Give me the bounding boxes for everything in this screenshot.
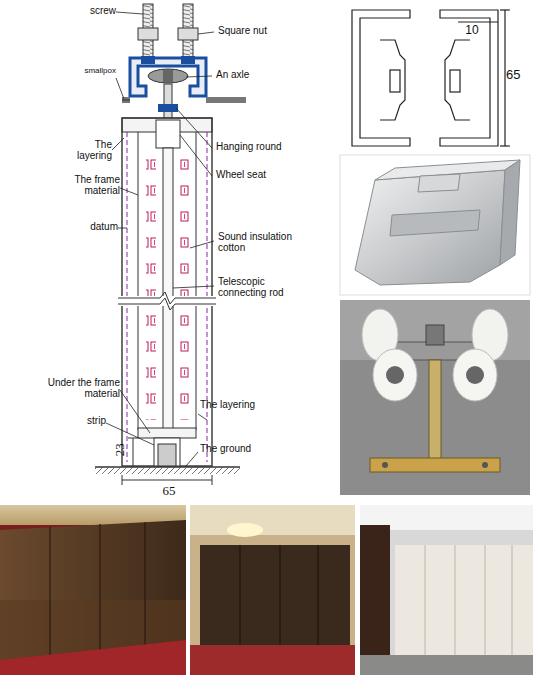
part-label: Under the frame material (46, 378, 120, 399)
part-label: datum (74, 222, 118, 233)
part-label: smallpox (66, 67, 116, 75)
part-label: Hanging round (216, 142, 306, 153)
dimension-label: 65 (157, 484, 181, 498)
part-label: screw (80, 6, 116, 17)
part-label: Telescopic connecting rod (218, 277, 308, 298)
part-label: Sound insulation cotton (218, 232, 308, 253)
dimension-label: 23 (113, 440, 127, 460)
dimension-label: 65 (506, 68, 530, 82)
part-label: An axle (216, 70, 296, 81)
part-label: The frame material (58, 175, 120, 196)
part-label: Square nut (218, 26, 298, 37)
part-label: The layering (60, 140, 112, 161)
part-label: Wheel seat (216, 170, 296, 181)
part-label: strip (70, 416, 106, 427)
part-label: The layering (200, 400, 290, 411)
part-label: The ground (200, 444, 280, 455)
dimension-label: 10 (462, 24, 482, 37)
